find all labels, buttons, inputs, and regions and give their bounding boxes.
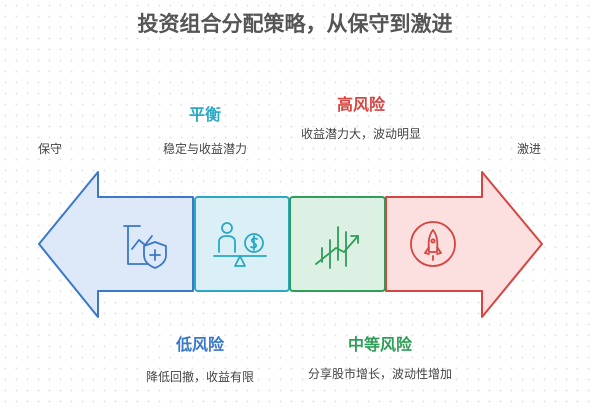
growth-bars-icon <box>315 226 359 269</box>
rocket-icon <box>410 221 456 267</box>
left-end-label: 保守 <box>37 142 62 156</box>
balanced-heading: 平衡 <box>188 105 221 124</box>
right-end-label: 激进 <box>516 142 541 156</box>
medium-risk-heading: 中等风险 <box>347 335 412 354</box>
high-risk-arrow-segment <box>385 171 543 318</box>
diagram-title: 投资组合分配策略，从保守到激进 <box>137 12 453 36</box>
low-risk-description: 降低回撤，收益有限 <box>145 370 254 384</box>
balanced-segment <box>194 196 290 292</box>
person-coin-scale-icon <box>213 222 267 267</box>
medium-risk-description: 分享股市增长，波动性增加 <box>308 367 453 381</box>
low-risk-heading: 低风险 <box>175 335 224 354</box>
high-risk-heading: 高风险 <box>336 95 385 114</box>
low-risk-arrow-segment <box>38 171 194 318</box>
high-risk-description: 收益潜力大，波动明显 <box>300 127 421 141</box>
chart-shield-icon <box>123 225 167 269</box>
balanced-description: 稳定与收益潜力 <box>162 142 247 156</box>
